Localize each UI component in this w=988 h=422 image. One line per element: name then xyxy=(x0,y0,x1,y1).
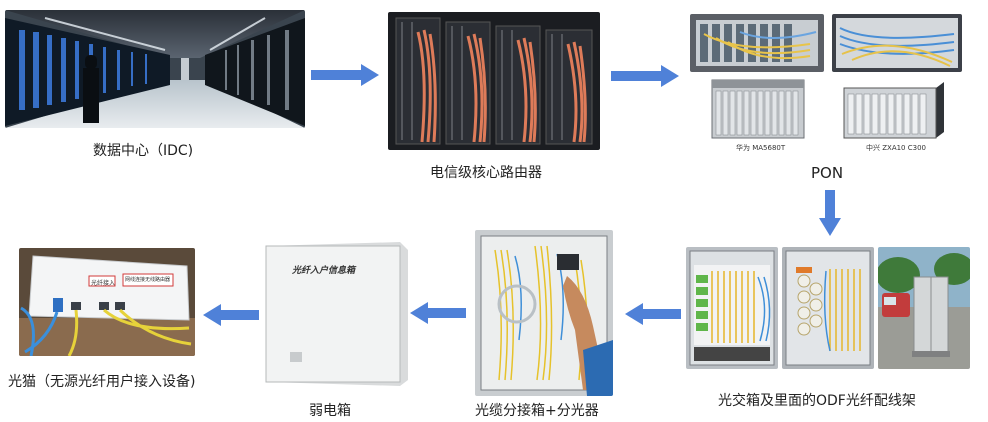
huawei-olt-image xyxy=(708,78,808,140)
weak-current-box-image xyxy=(262,240,410,386)
odf-photo-1 xyxy=(686,247,778,369)
huawei-olt-caption: 华为 MA5680T xyxy=(736,144,786,152)
arrow-right-icon xyxy=(311,64,379,86)
router-label: 电信级核心路由器 xyxy=(430,165,542,181)
splitter-label: 光缆分接箱+分光器 xyxy=(475,403,599,419)
arrow-right-icon xyxy=(611,65,679,87)
onu-tag-lan: 网线连接无线路由器 xyxy=(125,277,171,283)
arrow-left-icon xyxy=(410,302,466,324)
router-image xyxy=(388,12,600,150)
zte-olt-image xyxy=(838,80,948,140)
onu-image xyxy=(19,248,195,356)
weak-box-panel-text: 光纤入户信息箱 xyxy=(292,266,356,276)
pon-label: PON xyxy=(811,164,844,182)
weak-box-label: 弱电箱 xyxy=(309,403,351,419)
arrow-left-icon xyxy=(625,303,681,325)
odf-label: 光交箱及里面的ODF光纤配线架 xyxy=(718,393,916,409)
odf-photo-2 xyxy=(782,247,874,369)
arrow-down-icon xyxy=(819,190,841,236)
splitter-box-image xyxy=(475,230,613,396)
onu-label: 光猫（无源光纤用户接入设备) xyxy=(8,374,196,390)
pon-photo-left xyxy=(690,14,824,72)
idc-label: 数据中心（IDC) xyxy=(93,143,194,159)
zte-olt-caption: 中兴 ZXA10 C300 xyxy=(866,144,926,152)
pon-photo-right xyxy=(832,14,962,72)
odf-photo-3 xyxy=(878,247,970,369)
arrow-left-icon xyxy=(203,304,259,326)
idc-image xyxy=(5,10,305,128)
onu-tag-fiber: 光纤接入 xyxy=(91,280,116,287)
